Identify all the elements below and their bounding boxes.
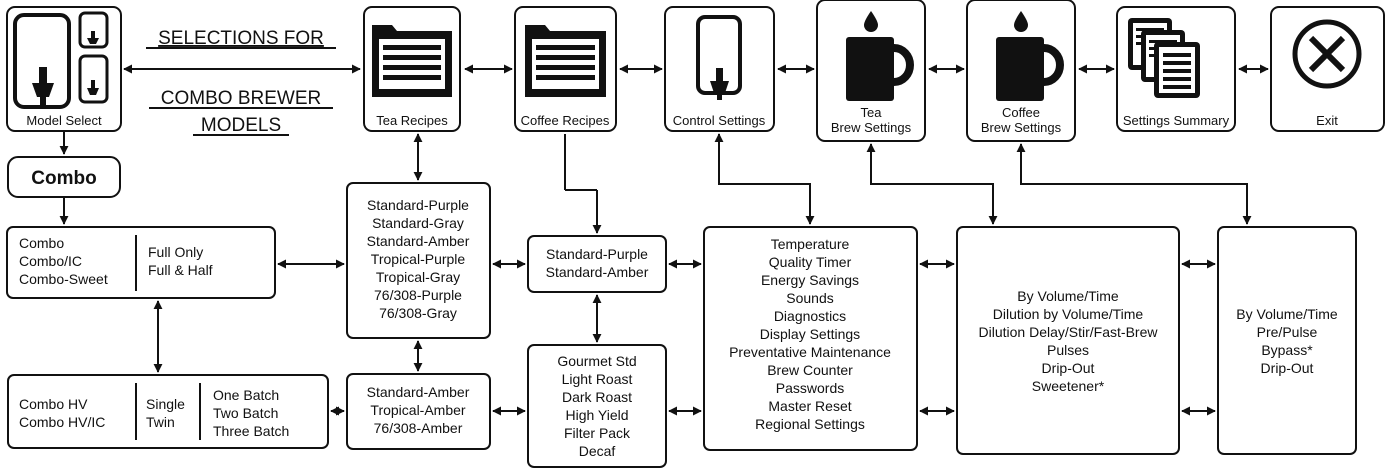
coffee-recipes-button[interactable]: Coffee Recipes	[514, 6, 617, 132]
coffee-brew-item: Bypass*	[1261, 342, 1313, 358]
tea-brew-item: Dilution by Volume/Time	[993, 306, 1144, 322]
combo-label-box[interactable]: Combo	[7, 156, 121, 198]
tea-brew-settings-label: Tea	[861, 105, 883, 120]
close-icon	[1292, 19, 1362, 89]
control-setting-item: Diagnostics	[774, 308, 846, 324]
coffee-recipe-item: Filter Pack	[564, 425, 631, 441]
folder-icon	[372, 25, 452, 97]
tea-recipe-item: 76/308-Gray	[379, 305, 457, 321]
model-select-label: Model Select	[26, 113, 102, 128]
coffee-brew-item: By Volume/Time	[1236, 306, 1338, 322]
hv-models-box[interactable]: Combo HV Combo HV/IC Single Twin One Bat…	[7, 374, 329, 449]
exit-button[interactable]: Exit	[1270, 6, 1385, 132]
connector-arrow	[1016, 143, 1252, 225]
coffee-recipes-hv-list[interactable]: Gourmet Std Light Roast Dark Roast High …	[527, 344, 667, 468]
tea-recipes-button[interactable]: Tea Recipes	[363, 6, 461, 132]
control-settings-list[interactable]: Temperature Quality Timer Energy Savings…	[703, 226, 918, 451]
combo-model: Combo/IC	[19, 253, 82, 269]
note-line: MODELS	[201, 115, 281, 136]
control-setting-item: Brew Counter	[767, 362, 853, 378]
documents-icon	[1128, 18, 1200, 98]
tea-recipe-item: 76/308-Amber	[374, 420, 463, 436]
tea-brew-item: By Volume/Time	[1017, 288, 1119, 304]
coffee-brew-settings-label: Brew Settings	[981, 120, 1062, 135]
combo-option: Full Only	[148, 244, 203, 260]
connector-arrow	[866, 143, 998, 225]
tea-brew-item: Sweetener*	[1032, 378, 1105, 394]
control-setting-item: Sounds	[786, 290, 833, 306]
control-setting-item: Quality Timer	[769, 254, 852, 270]
tea-recipe-item: 76/308-Purple	[374, 287, 462, 303]
combo-option: Full & Half	[148, 262, 213, 278]
connector-arrow	[714, 133, 815, 225]
brewer-model-icon	[13, 11, 109, 109]
tea-recipes-list[interactable]: Standard-Purple Standard-Gray Standard-A…	[346, 182, 491, 339]
tea-recipe-item: Tropical-Amber	[370, 402, 466, 418]
coffee-recipe-item: Decaf	[579, 443, 616, 459]
coffee-brew-settings-label: Coffee	[1002, 105, 1040, 120]
hv-model: Combo HV	[19, 396, 88, 412]
coffee-recipe-item: Standard-Amber	[546, 264, 649, 280]
coffee-brew-settings-button[interactable]: Coffee Brew Settings	[966, 0, 1076, 142]
coffee-recipe-item: Light Roast	[562, 371, 633, 387]
control-settings-button[interactable]: Control Settings	[664, 6, 775, 132]
coffee-recipes-list[interactable]: Standard-Purple Standard-Amber	[527, 235, 667, 293]
coffee-brew-item: Drip-Out	[1261, 360, 1314, 376]
hv-size: Single	[146, 396, 185, 412]
brewer-icon	[696, 15, 742, 100]
control-setting-item: Preventative Maintenance	[729, 344, 891, 360]
model-select-button[interactable]: Model Select	[6, 6, 122, 132]
control-settings-label: Control Settings	[673, 113, 766, 128]
folder-icon	[525, 25, 606, 97]
tea-brew-settings-button[interactable]: Tea Brew Settings	[816, 0, 926, 142]
connectors	[59, 64, 1269, 416]
control-setting-item: Temperature	[771, 236, 850, 252]
tea-brew-settings-list[interactable]: By Volume/Time Dilution by Volume/Time D…	[956, 226, 1180, 455]
combo-model: Combo	[19, 235, 64, 251]
control-setting-item: Passwords	[776, 380, 844, 396]
exit-label: Exit	[1316, 113, 1338, 128]
tea-recipes-hv-list[interactable]: Standard-Amber Tropical-Amber 76/308-Amb…	[346, 373, 491, 450]
settings-summary-button[interactable]: Settings Summary	[1116, 6, 1236, 132]
hv-batch: Three Batch	[213, 423, 289, 439]
control-setting-item: Display Settings	[760, 326, 860, 342]
tea-recipe-item: Tropical-Gray	[376, 269, 460, 285]
hv-batch: Two Batch	[213, 405, 278, 421]
coffee-brew-settings-list[interactable]: By Volume/Time Pre/Pulse Bypass* Drip-Ou…	[1217, 226, 1357, 455]
note-line: COMBO BREWER	[161, 88, 321, 109]
selections-note: SELECTIONS FOR COMBO BREWER MODELS	[146, 28, 336, 136]
tea-recipe-item: Standard-Purple	[367, 197, 469, 213]
hv-model: Combo HV/IC	[19, 414, 105, 430]
mug-icon	[996, 11, 1064, 101]
tea-brew-item: Dilution Delay/Stir/Fast-Brew	[979, 324, 1159, 340]
control-setting-item: Energy Savings	[761, 272, 859, 288]
combo-models-box[interactable]: Combo Combo/IC Combo-Sweet Full Only Ful…	[6, 226, 276, 299]
note-line: SELECTIONS FOR	[158, 28, 324, 49]
control-setting-item: Master Reset	[768, 398, 851, 414]
tea-recipe-item: Standard-Amber	[367, 384, 470, 400]
hv-batch: One Batch	[213, 387, 279, 403]
coffee-recipe-item: Dark Roast	[562, 389, 632, 405]
combo-label: Combo	[31, 168, 96, 189]
tea-brew-item: Drip-Out	[1042, 360, 1095, 376]
hv-size: Twin	[146, 414, 175, 430]
coffee-recipes-label: Coffee Recipes	[521, 113, 610, 128]
tea-brew-settings-label: Brew Settings	[831, 120, 912, 135]
tea-brew-item: Pulses	[1047, 342, 1089, 358]
control-setting-item: Regional Settings	[755, 416, 865, 432]
combo-model: Combo-Sweet	[19, 271, 108, 287]
settings-summary-label: Settings Summary	[1123, 113, 1230, 128]
coffee-recipe-item: Gourmet Std	[557, 353, 636, 369]
tea-recipe-item: Standard-Gray	[372, 215, 464, 231]
tea-recipe-item: Standard-Amber	[367, 233, 470, 249]
tea-recipes-label: Tea Recipes	[376, 113, 448, 128]
coffee-recipe-item: Standard-Purple	[546, 246, 648, 262]
tea-recipe-item: Tropical-Purple	[371, 251, 466, 267]
coffee-brew-item: Pre/Pulse	[1257, 324, 1318, 340]
coffee-recipe-item: High Yield	[565, 407, 628, 423]
mug-icon	[846, 11, 914, 101]
